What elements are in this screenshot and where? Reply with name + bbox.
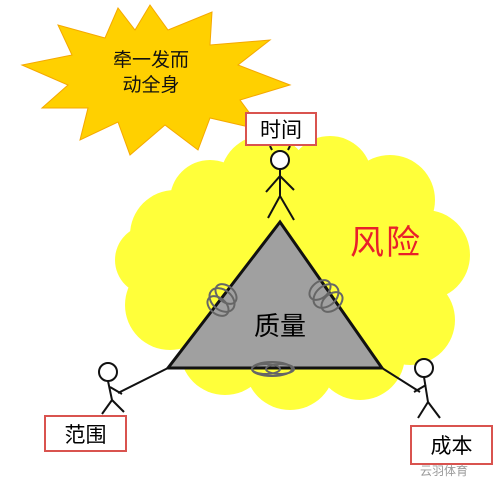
- burst-text-line2: 动全身: [122, 74, 180, 96]
- rope-right: [381, 367, 421, 393]
- scope-label: 范围: [44, 415, 127, 452]
- rope-coil-left: [206, 283, 238, 317]
- rope-left: [117, 367, 169, 394]
- quality-triangle: [164, 219, 385, 370]
- stick-figure-top: [265, 145, 295, 221]
- risk-label: 风险: [350, 223, 422, 263]
- burst-text-line1: 牵一发而: [112, 49, 189, 71]
- rope-coil-right: [308, 279, 344, 313]
- stick-figure-left: [98, 362, 125, 415]
- stick-figure-right: [413, 358, 441, 419]
- quality-label: 质量: [253, 312, 306, 342]
- watermark-text: 云羽体育: [420, 464, 469, 478]
- starburst-shape: [20, 4, 292, 156]
- cost-label: 成本: [410, 425, 493, 465]
- rope-coil-bottom: [251, 361, 295, 377]
- time-label: 时间: [245, 112, 317, 146]
